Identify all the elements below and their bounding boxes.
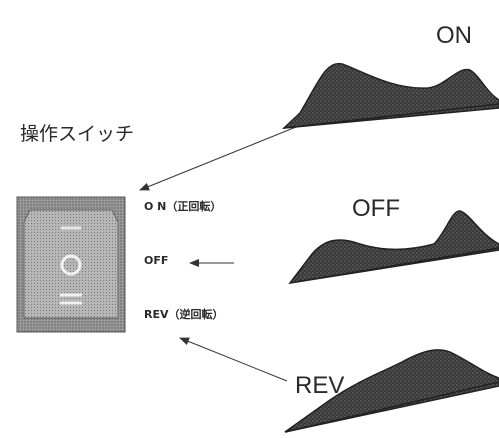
arrow-on	[139, 126, 297, 191]
label-on: O N（正回転）	[144, 199, 221, 213]
rocker-profile-off	[288, 210, 499, 285]
rocker-switch	[16, 196, 126, 333]
arrow-rev	[179, 337, 288, 382]
diagram-title: 操作スイッチ	[20, 123, 134, 145]
heading-rev: REV	[295, 372, 344, 399]
label-rev: REV（逆回転）	[144, 307, 224, 321]
rocker-profile-on	[281, 62, 499, 129]
heading-off: OFF	[352, 195, 400, 222]
rocker-profile-rev	[284, 349, 499, 433]
label-off: OFF	[144, 254, 168, 267]
switch-rocker	[23, 209, 119, 319]
switch-off-mark	[60, 254, 82, 276]
heading-on: ON	[436, 22, 472, 49]
